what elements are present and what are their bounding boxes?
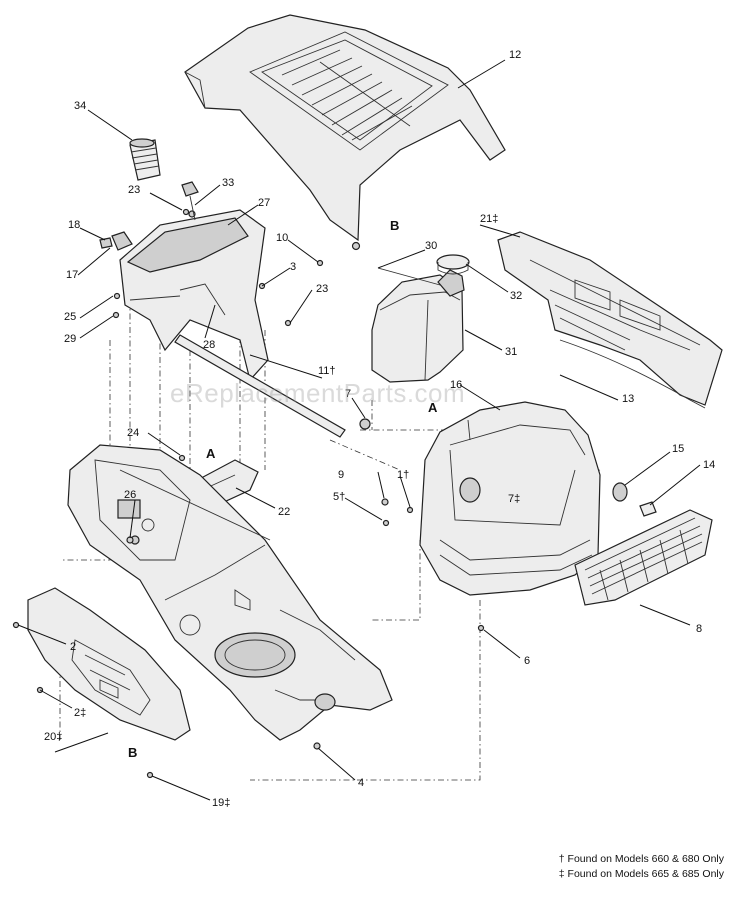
callout-7-b: 7‡	[508, 493, 520, 505]
watermark-text: eReplacementParts.com	[170, 378, 466, 408]
reference-letter-a-bracket: A	[206, 446, 216, 461]
callout-18: 18	[68, 219, 80, 231]
callout-11: 11†	[318, 365, 336, 377]
reference-letters: B A A B	[128, 218, 438, 760]
footnote-dagger: † Found on Models 660 & 680 Only	[558, 853, 724, 865]
callout-12: 12	[509, 49, 521, 61]
callout-4: 4	[358, 777, 364, 789]
callout-15: 15	[672, 443, 684, 455]
callout-14: 14	[703, 459, 715, 471]
callout-26: 26	[124, 489, 136, 501]
callout-8: 8	[696, 623, 702, 635]
hood-part	[184, 14, 506, 251]
callout-16: 16	[450, 379, 462, 391]
frame-part	[67, 444, 393, 741]
side-panel-part	[497, 231, 723, 406]
air-intake-part	[129, 138, 161, 181]
callout-9: 9	[338, 469, 344, 481]
switch-part	[99, 231, 133, 251]
callout-23: 23	[128, 184, 140, 196]
callout-33: 33	[222, 177, 234, 189]
callout-23-b: 23	[316, 283, 328, 295]
callout-7: 7	[345, 388, 351, 400]
callout-32: 32	[510, 290, 522, 302]
footnotes: † Found on Models 660 & 680 Only ‡ Found…	[559, 852, 724, 882]
callout-22: 22	[278, 506, 290, 518]
reference-letter-a-tank: A	[428, 400, 438, 415]
callout-34: 34	[74, 100, 86, 112]
callout-13: 13	[622, 393, 634, 405]
callout-27: 27	[258, 197, 270, 209]
callout-31: 31	[505, 346, 517, 358]
callout-10: 10	[276, 232, 288, 244]
reference-letter-b-bumper: B	[128, 745, 137, 760]
grille-housing-part	[419, 401, 601, 596]
bumper-part	[27, 587, 191, 741]
callout-24: 24	[127, 427, 139, 439]
fuel-tank-part	[371, 254, 470, 383]
callout-30: 30	[425, 240, 437, 252]
headlight-part	[612, 482, 657, 517]
grille-insert-part	[574, 509, 713, 606]
callout-25: 25	[64, 311, 76, 323]
reference-letter-b-hood: B	[390, 218, 399, 233]
callout-3: 3	[290, 261, 296, 273]
callout-28: 28	[203, 339, 215, 351]
callout-6: 6	[524, 655, 530, 667]
callout-20: 20‡	[44, 731, 62, 743]
cable-part	[559, 339, 706, 409]
callout-17: 17	[66, 269, 78, 281]
callout-5: 5†	[333, 491, 345, 503]
callout-19: 19‡	[212, 797, 230, 809]
leader-lines	[17, 59, 701, 801]
callout-21: 21‡	[480, 213, 498, 225]
callout-1: 1†	[397, 469, 409, 481]
callout-2: 2	[70, 641, 76, 653]
footnote-double-dagger: ‡ Found on Models 665 & 685 Only	[558, 868, 724, 880]
callout-2-b: 2‡	[74, 707, 86, 719]
rod-part	[174, 334, 371, 438]
hood-vent-grille	[281, 49, 413, 141]
callout-labels: 12 34 33 23 27 18 17 10 3 23 25 29 28 30…	[44, 49, 715, 809]
callout-29: 29	[64, 333, 76, 345]
